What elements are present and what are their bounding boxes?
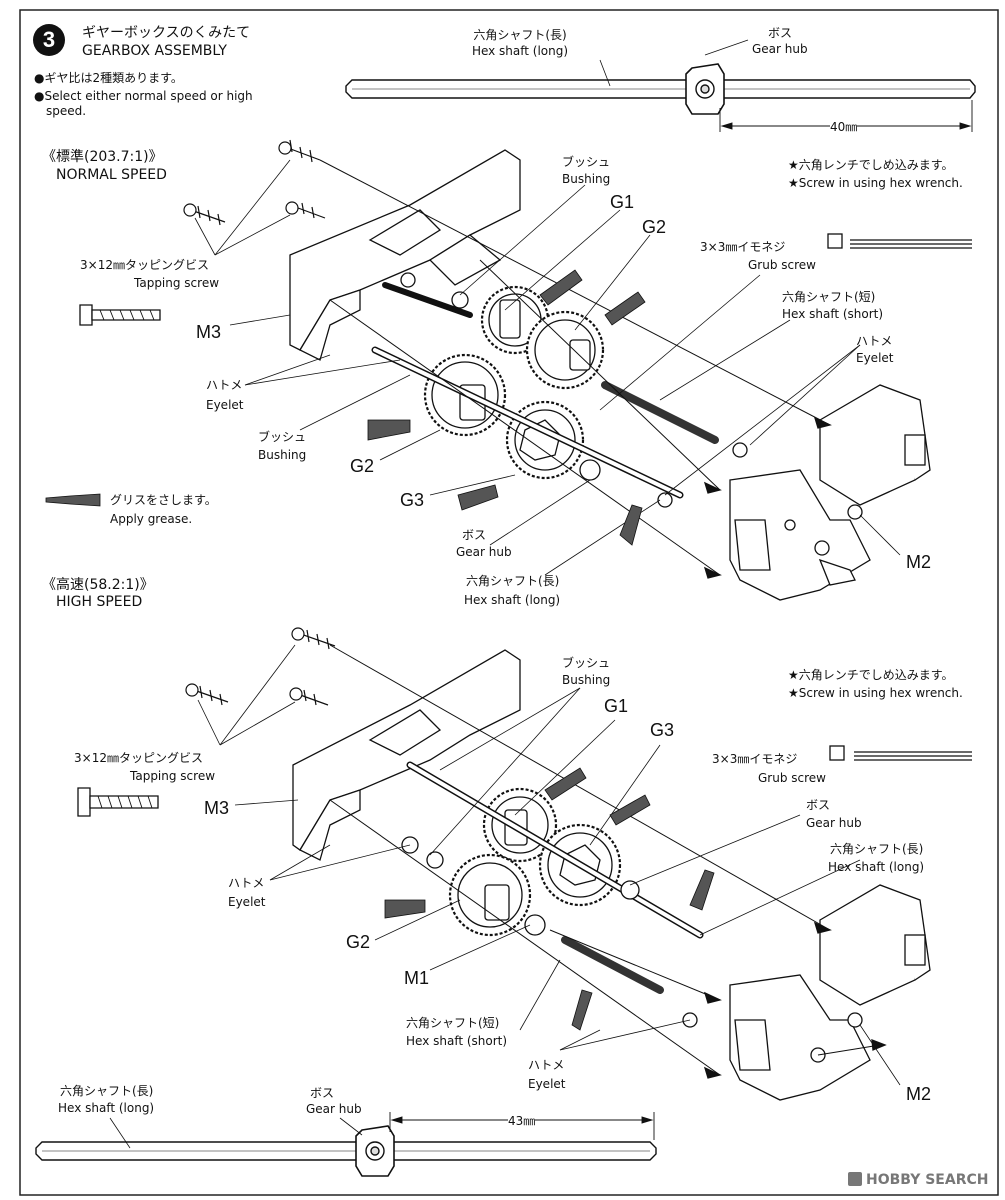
note-line-2: ●Select either normal speed or high [34, 89, 253, 103]
eyelet-b-en-high: Eyelet [528, 1077, 566, 1091]
label-g1-normal: G1 [610, 192, 635, 212]
tap-en-high: Tapping screw [130, 769, 216, 783]
label-g2-high: G2 [346, 932, 371, 952]
shaft-long-en-high: Hex shaft (long) [828, 860, 925, 874]
watermark-text: HOBBY SEARCH [866, 1172, 989, 1188]
bushing-jp-high: ブッシュ [562, 656, 611, 670]
normal-heading-jp: 《標準(203.7:1)》 [42, 149, 163, 165]
grease-jp: グリスをさします。 [110, 493, 217, 507]
tap-jp-high: 3×12㎜タッピングビス [74, 751, 203, 765]
shaft-short-jp-high: 六角シャフト(短) [406, 1016, 500, 1030]
tap-en-normal: Tapping screw [134, 276, 220, 290]
label-m3-high: M3 [204, 798, 230, 818]
step-title-jp: ギヤーボックスのくみたて [82, 25, 251, 41]
bottom-shaft-label-en: Hex shaft (long) [58, 1101, 155, 1115]
bottom-hub-label-jp: ボス [310, 1086, 335, 1100]
grub-en-normal: Grub screw [748, 258, 816, 272]
shaft-long-jp-normal: 六角シャフト(長) [466, 574, 560, 588]
grub-en-high: Grub screw [758, 771, 826, 785]
grease-brushes-high [384, 767, 715, 1031]
hex-note-jp-normal: ★六角レンチでしめ込みます。 [788, 158, 954, 172]
tap-jp-normal: 3×12㎜タッピングビス [80, 258, 209, 272]
label-m1-high: M1 [404, 968, 430, 988]
label-g2-normal-top: G2 [642, 217, 667, 237]
grease-en: Apply grease. [110, 512, 193, 526]
top-hub-label-en: Gear hub [752, 42, 808, 56]
grease-brushes-normal [45, 269, 646, 546]
shaft-short-jp-normal: 六角シャフト(短) [782, 290, 876, 304]
eyelet-b-jp-high: ハトメ [528, 1058, 565, 1072]
hex-note-jp-high: ★六角レンチでしめ込みます。 [788, 668, 954, 682]
high-heading-en: HIGH SPEED [56, 594, 143, 610]
label-g1-high: G1 [604, 696, 629, 716]
hub-jp-high: ボス [806, 798, 831, 812]
bushing-l-jp-normal: ブッシュ [258, 430, 307, 444]
label-g2-normal-bottom: G2 [350, 456, 375, 476]
label-g3-high: G3 [650, 720, 675, 740]
label-m2-high: M2 [906, 1084, 932, 1104]
label-m3-normal: M3 [196, 322, 222, 342]
step-number: 3 [33, 24, 65, 56]
note-line-1: ●ギヤ比は2種類あります。 [34, 71, 183, 85]
hub-en-normal: Gear hub [456, 545, 512, 559]
step-title-en: GEARBOX ASSEMBLY [82, 43, 227, 59]
eyelet-r-en-normal: Eyelet [856, 351, 894, 365]
eyelet-l-jp-normal: ハトメ [206, 378, 243, 392]
top-shaft-label-en: Hex shaft (long) [471, 44, 569, 58]
hobby-search-logo [848, 1172, 862, 1186]
high-gearbox [77, 627, 972, 1101]
bushing-top-en: Bushing [562, 172, 611, 186]
hub-jp-normal: ボス [462, 528, 487, 542]
top-shaft-label-jp: 六角シャフト(長) [473, 28, 567, 42]
page-border [19, 9, 999, 1196]
high-heading-jp: 《高速(58.2:1)》 [42, 577, 154, 593]
top-hub-label-jp: ボス [768, 26, 793, 40]
bushing-en-high: Bushing [562, 673, 611, 687]
normal-gearbox [79, 139, 972, 601]
bottom-shaft-label-jp: 六角シャフト(長) [60, 1084, 154, 1098]
hub-en-high: Gear hub [806, 816, 862, 830]
hex-note-en-normal: ★Screw in using hex wrench. [788, 176, 963, 190]
normal-heading-en: NORMAL SPEED [56, 167, 167, 183]
top-hex-shaft [345, 39, 976, 115]
bottom-hub-label-en: Gear hub [306, 1102, 362, 1116]
eyelet-l-en-normal: Eyelet [206, 398, 244, 412]
dim-40-label: 40㎜ [830, 120, 858, 134]
note-line-3: speed. [46, 104, 87, 118]
shaft-long-jp-high: 六角シャフト(長) [830, 842, 924, 856]
shaft-short-en-normal: Hex shaft (short) [782, 307, 884, 321]
shaft-long-en-normal: Hex shaft (long) [464, 593, 561, 607]
label-m2-normal: M2 [906, 552, 932, 572]
grub-jp-high: 3×3㎜イモネジ [712, 752, 798, 766]
grub-jp-normal: 3×3㎜イモネジ [700, 240, 786, 254]
bottom-hex-shaft [35, 1117, 657, 1177]
label-g3-normal: G3 [400, 490, 425, 510]
shaft-short-en-high: Hex shaft (short) [406, 1034, 508, 1048]
bushing-top-jp: ブッシュ [562, 155, 611, 169]
dim-43-label: 43㎜ [508, 1114, 536, 1128]
eyelet-r-jp-normal: ハトメ [856, 334, 893, 348]
eyelet-l-jp-high: ハトメ [228, 876, 265, 890]
bushing-l-en-normal: Bushing [258, 448, 307, 462]
eyelet-l-en-high: Eyelet [228, 895, 266, 909]
hex-note-en-high: ★Screw in using hex wrench. [788, 686, 963, 700]
